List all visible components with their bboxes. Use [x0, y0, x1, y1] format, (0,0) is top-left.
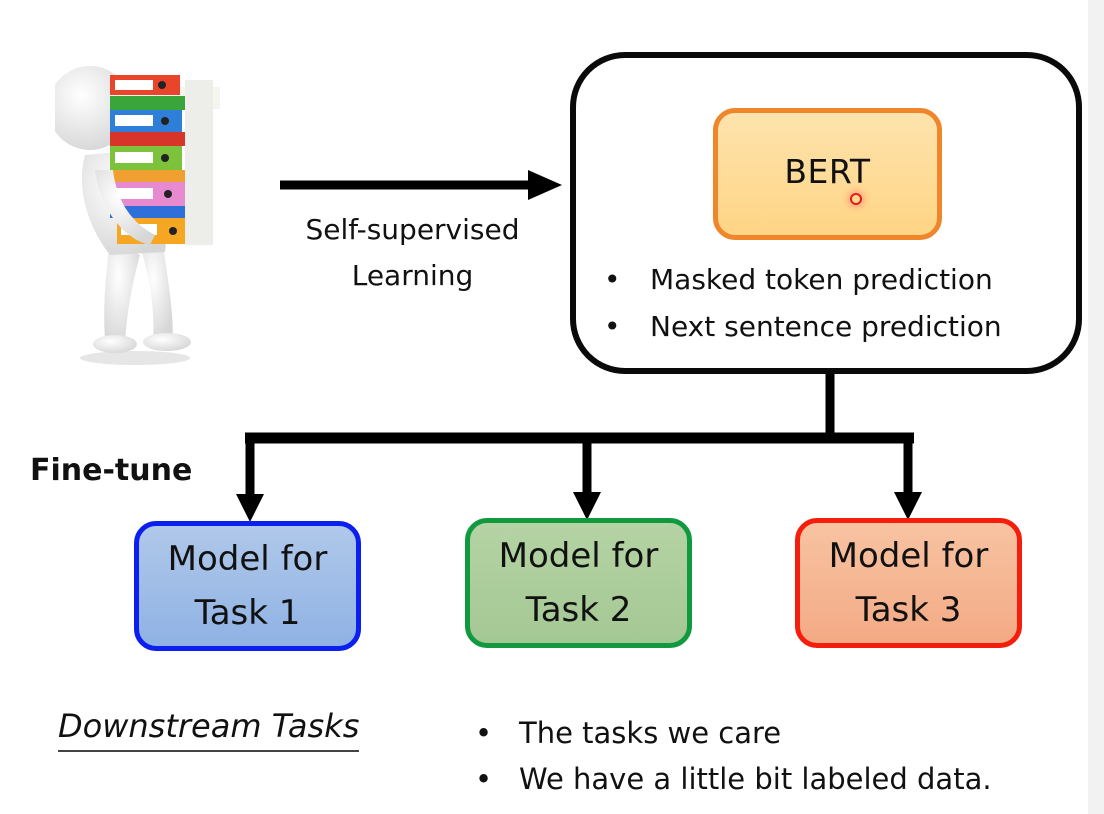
figure-left-foot	[93, 335, 137, 353]
task-3-model-box: Model for Task 3	[795, 518, 1022, 648]
task-box-line-2: Task 3	[855, 590, 962, 630]
pointer-cursor-indicator	[850, 193, 862, 205]
task-box-line-1: Model for	[167, 539, 328, 579]
ssl-label-line-2: Learning	[351, 259, 474, 292]
bullet-icon: •	[604, 263, 621, 296]
bullet-icon: •	[475, 716, 493, 750]
figure-arm	[95, 170, 155, 245]
downstream-bullet-item: • We have a little bit labeled data.	[475, 756, 992, 802]
bullet-icon: •	[475, 762, 493, 796]
task-box-line-2: Task 1	[194, 593, 301, 633]
objective-text: Next sentence prediction	[650, 310, 1002, 343]
self-supervised-learning-label: Self-supervised Learning	[285, 207, 540, 299]
downstream-tasks-title: Downstream Tasks	[58, 706, 360, 752]
fine-tune-label: Fine-tune	[30, 453, 193, 488]
downstream-bullet-text: The tasks we care	[519, 716, 782, 750]
task-2-model-box: Model for Task 2	[465, 518, 692, 648]
downstream-bullets-list: • The tasks we care • We have a little b…	[475, 710, 992, 802]
person-carrying-binders-illustration	[55, 66, 220, 365]
task-box-line-1: Model for	[828, 536, 989, 576]
task-box-line-2: Task 2	[525, 590, 632, 630]
figure-right-leg	[140, 245, 173, 340]
bert-model-box: BERT	[713, 108, 942, 240]
objective-text: Masked token prediction	[650, 263, 993, 296]
objective-item: • Masked token prediction	[604, 256, 1002, 303]
bert-label: BERT	[784, 151, 871, 191]
objective-item: • Next sentence prediction	[604, 303, 1002, 350]
arrowhead-task-1	[236, 494, 264, 522]
pretrain-arrowhead	[528, 170, 562, 200]
arrowhead-task-2	[573, 492, 601, 520]
task-1-model-box: Model for Task 1	[134, 521, 361, 651]
ssl-label-line-1: Self-supervised	[305, 213, 520, 246]
figure-shadow	[80, 351, 190, 365]
right-edge-band	[1088, 0, 1104, 814]
task-box-line-1: Model for	[498, 536, 659, 576]
downstream-bullet-text: We have a little bit labeled data.	[519, 762, 992, 796]
figure-right-foot	[143, 333, 191, 351]
downstream-bullet-item: • The tasks we care	[475, 710, 992, 756]
bullet-icon: •	[604, 310, 621, 343]
arrowhead-task-3	[894, 492, 922, 520]
bert-objectives-list: • Masked token prediction • Next sentenc…	[604, 256, 1002, 350]
figure-left-leg	[104, 240, 140, 342]
